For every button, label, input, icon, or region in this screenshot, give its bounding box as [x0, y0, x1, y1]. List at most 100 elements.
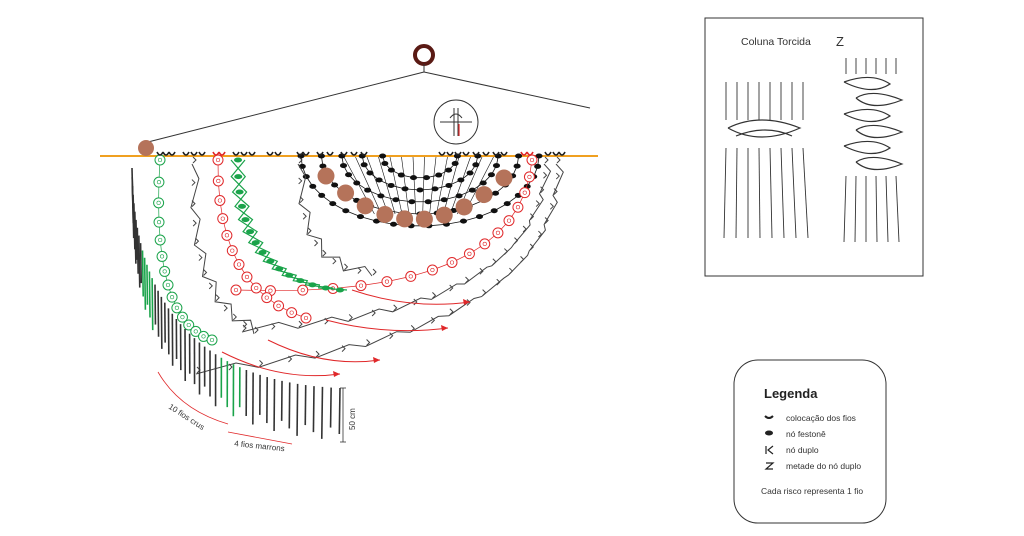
- knot-mark: [208, 282, 213, 290]
- fringe-cord: [134, 211, 137, 264]
- festone-knot: [285, 272, 294, 278]
- knot-mark: [215, 294, 220, 302]
- colocacao-mark: [454, 151, 462, 156]
- knot-ring: [526, 154, 538, 166]
- knot-mark: [530, 213, 535, 220]
- knot-ring: [154, 234, 166, 246]
- knot-core: [186, 322, 191, 328]
- knot-core: [467, 251, 472, 256]
- knot-arcs: [153, 154, 564, 375]
- fringe-cords: [131, 167, 341, 439]
- knot-mark: [479, 267, 484, 275]
- knot-core: [174, 305, 179, 310]
- legend-item-label: colocação dos fios: [786, 413, 856, 423]
- knot-core: [216, 178, 221, 184]
- spiral-knot: [843, 108, 892, 123]
- colocacao-mark: [544, 151, 552, 156]
- legend: Legenda colocação dos fios nó festonê nó…: [733, 359, 887, 524]
- colocacao-mark: [462, 151, 470, 156]
- knot-mark: [504, 248, 509, 255]
- knot-core: [303, 315, 309, 321]
- colocacao-mark: [190, 151, 198, 156]
- knot-ring: [171, 302, 183, 314]
- knot-mark: [522, 225, 527, 233]
- hanging-ring: [147, 44, 591, 143]
- fringe-cord: [136, 227, 139, 274]
- colocacao-mark: [326, 151, 334, 156]
- knot-ring: [221, 229, 233, 241]
- knot-ring: [166, 291, 178, 303]
- knot-mark: [514, 237, 519, 244]
- column-cord: [895, 175, 900, 243]
- festone-knot: [234, 157, 242, 163]
- net-cord: [378, 156, 396, 215]
- knot-mark: [232, 313, 237, 321]
- knot-mark: [228, 363, 233, 371]
- knot-core: [236, 262, 242, 267]
- knot-ring: [226, 245, 238, 257]
- red-ring-row: [230, 154, 538, 297]
- knot-mark: [543, 171, 548, 179]
- colocacao-mark: [520, 151, 528, 156]
- colocacao-mark: [500, 151, 508, 156]
- festone-knot: [234, 174, 243, 180]
- colocacao-mark: [360, 151, 368, 156]
- fringe-cord: [148, 271, 151, 318]
- fringe-cord: [135, 219, 138, 260]
- arrow-head: [333, 371, 340, 377]
- knot-mark: [324, 317, 329, 325]
- festone-knot: [238, 203, 247, 209]
- knot-ring: [241, 271, 253, 283]
- knot-core: [220, 216, 225, 221]
- row-guide: [217, 159, 307, 319]
- festone-icon: [765, 430, 773, 436]
- spiral-knot: [855, 92, 904, 107]
- knot-mark: [198, 254, 203, 261]
- inset-glyph: Z: [836, 34, 844, 49]
- knot-mark: [195, 237, 200, 245]
- knot-ring: [190, 325, 202, 337]
- knot-mark: [314, 239, 319, 247]
- knot-mark: [509, 267, 514, 275]
- arrow-curve: [325, 319, 449, 332]
- column-cord: [780, 147, 785, 239]
- fringe-cord: [329, 387, 332, 428]
- colocacao-icon: [764, 415, 774, 419]
- colocacao-mark: [198, 151, 206, 156]
- knot-mark: [192, 219, 197, 227]
- label-length: 50 cm: [348, 408, 357, 430]
- knot-mark: [192, 156, 197, 164]
- knot-mark: [191, 179, 196, 186]
- spiral-knot: [855, 156, 904, 171]
- festone-knot: [246, 229, 255, 235]
- knot-ring: [153, 216, 165, 228]
- knot-ring: [426, 264, 438, 276]
- knot-core: [156, 180, 161, 185]
- knot-core: [170, 295, 175, 300]
- gray-zigzag-row: [297, 156, 377, 277]
- knot-ring: [492, 227, 504, 239]
- knot-core: [506, 218, 512, 223]
- spiral-knot: [843, 76, 892, 91]
- knot-mark: [259, 359, 264, 367]
- festone-knot: [296, 278, 305, 284]
- knot-mark: [307, 227, 312, 235]
- knot-ring: [159, 265, 171, 277]
- bead: [435, 206, 453, 224]
- colocacao-mark: [274, 151, 282, 156]
- green-ring-row: [153, 154, 218, 346]
- arrow-head: [441, 325, 448, 331]
- knot-mark: [555, 172, 560, 180]
- gray-zigzag-row: [241, 156, 552, 333]
- net-cord: [443, 156, 460, 215]
- knot-core: [180, 315, 185, 320]
- knot-core: [495, 230, 500, 235]
- fringe-cord: [312, 386, 315, 433]
- gray-zigzag-row: [190, 156, 259, 335]
- bead-row: [317, 167, 513, 228]
- knot-core: [215, 157, 221, 163]
- knot-ring: [176, 311, 188, 323]
- net-cord: [429, 156, 437, 215]
- chain-cord: [230, 159, 334, 291]
- knot-ring: [230, 284, 242, 296]
